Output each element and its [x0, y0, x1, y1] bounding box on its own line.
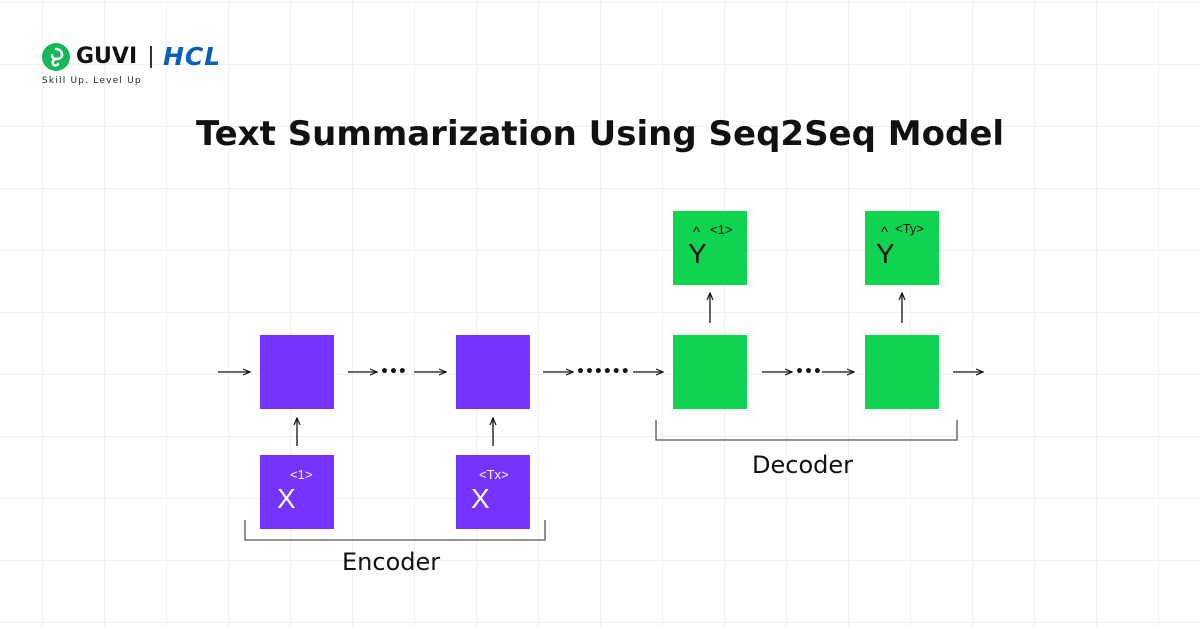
input-symbol: X	[277, 483, 296, 514]
decoder-bracket	[655, 420, 958, 441]
guvi-leaf-icon	[50, 47, 64, 67]
guvi-brand-text: GUVI	[76, 44, 138, 69]
encoder-cell-1	[260, 335, 334, 409]
bridge-ellipsis: ••••••	[576, 364, 630, 380]
output-hat: ^	[881, 224, 889, 241]
encoder-label: Encoder	[342, 548, 441, 576]
page-title: Text Summarization Using Seq2Seq Model	[195, 114, 1005, 154]
output-symbol: Y	[688, 238, 707, 269]
guvi-logo-icon	[42, 43, 70, 71]
output-superscript: <Ty>	[895, 221, 924, 236]
output-symbol: Y	[876, 238, 895, 269]
decoder-output-ty: ^ Y <Ty>	[865, 211, 939, 285]
logo-divider	[150, 46, 152, 68]
input-superscript: <Tx>	[479, 467, 509, 482]
decoder-ellipsis: •••	[795, 364, 822, 380]
encoder-input-1: X <1>	[260, 455, 334, 529]
decoder-cell-1	[673, 335, 747, 409]
encoder-cell-tx	[456, 335, 530, 409]
decoder-cell-ty	[865, 335, 939, 409]
input-symbol: X	[471, 483, 490, 514]
encoder-input-tx: X <Tx>	[456, 455, 530, 529]
decoder-label: Decoder	[752, 451, 853, 479]
hcl-brand-text: HCL	[163, 42, 222, 71]
output-hat: ^	[693, 224, 701, 241]
encoder-bracket	[244, 520, 546, 541]
decoder-output-1: ^ Y <1>	[673, 211, 747, 285]
output-superscript: <1>	[710, 222, 733, 237]
input-superscript: <1>	[290, 467, 313, 482]
encoder-ellipsis: •••	[380, 364, 407, 380]
brand-tagline: Skill Up. Level Up	[42, 76, 142, 86]
